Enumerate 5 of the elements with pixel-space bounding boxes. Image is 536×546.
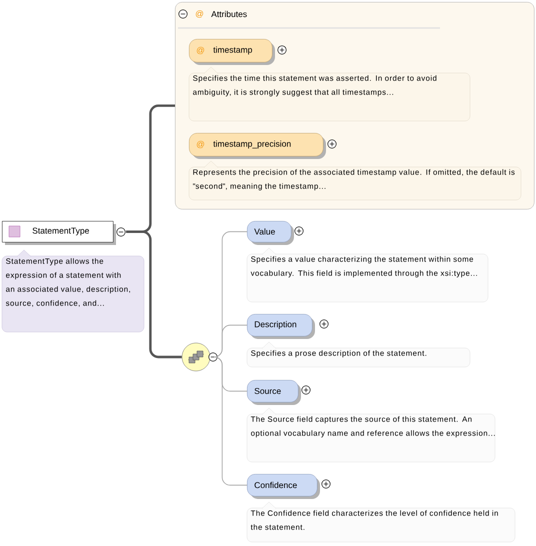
connector <box>214 356 248 486</box>
connector <box>214 324 248 358</box>
connector <box>126 230 182 358</box>
element-box: Source <box>247 380 301 405</box>
attribute-box: @ timestamp_precision <box>189 133 326 159</box>
